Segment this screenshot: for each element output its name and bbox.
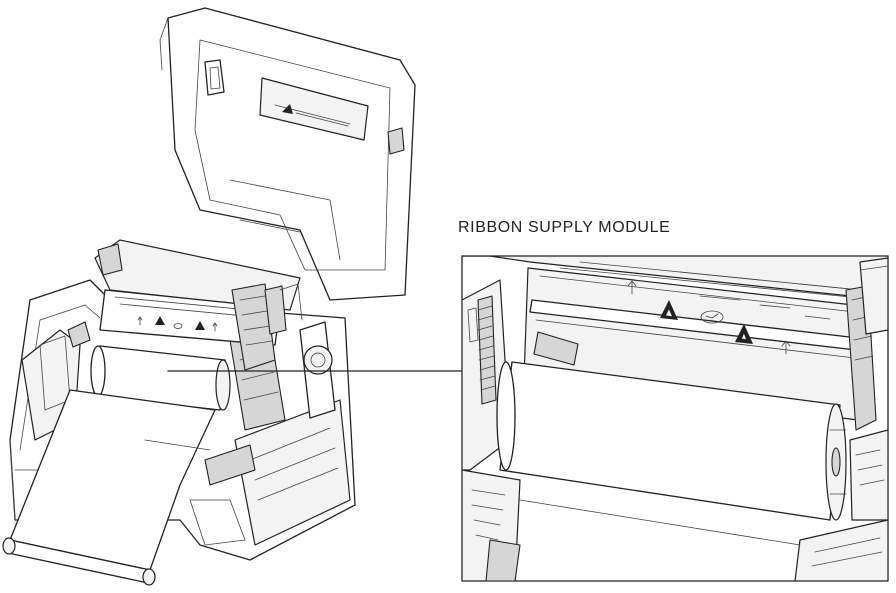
ribbon-roll (90, 345, 231, 411)
printer-top-cover (159, 7, 416, 301)
label-paper (2, 389, 216, 586)
callout-label: RIBBON SUPPLY MODULE (458, 219, 671, 236)
callout-detail-illustration (462, 256, 888, 581)
callout-detail (461, 255, 889, 582)
print-mechanism (94, 239, 303, 371)
printer-illustration (2, 7, 416, 586)
